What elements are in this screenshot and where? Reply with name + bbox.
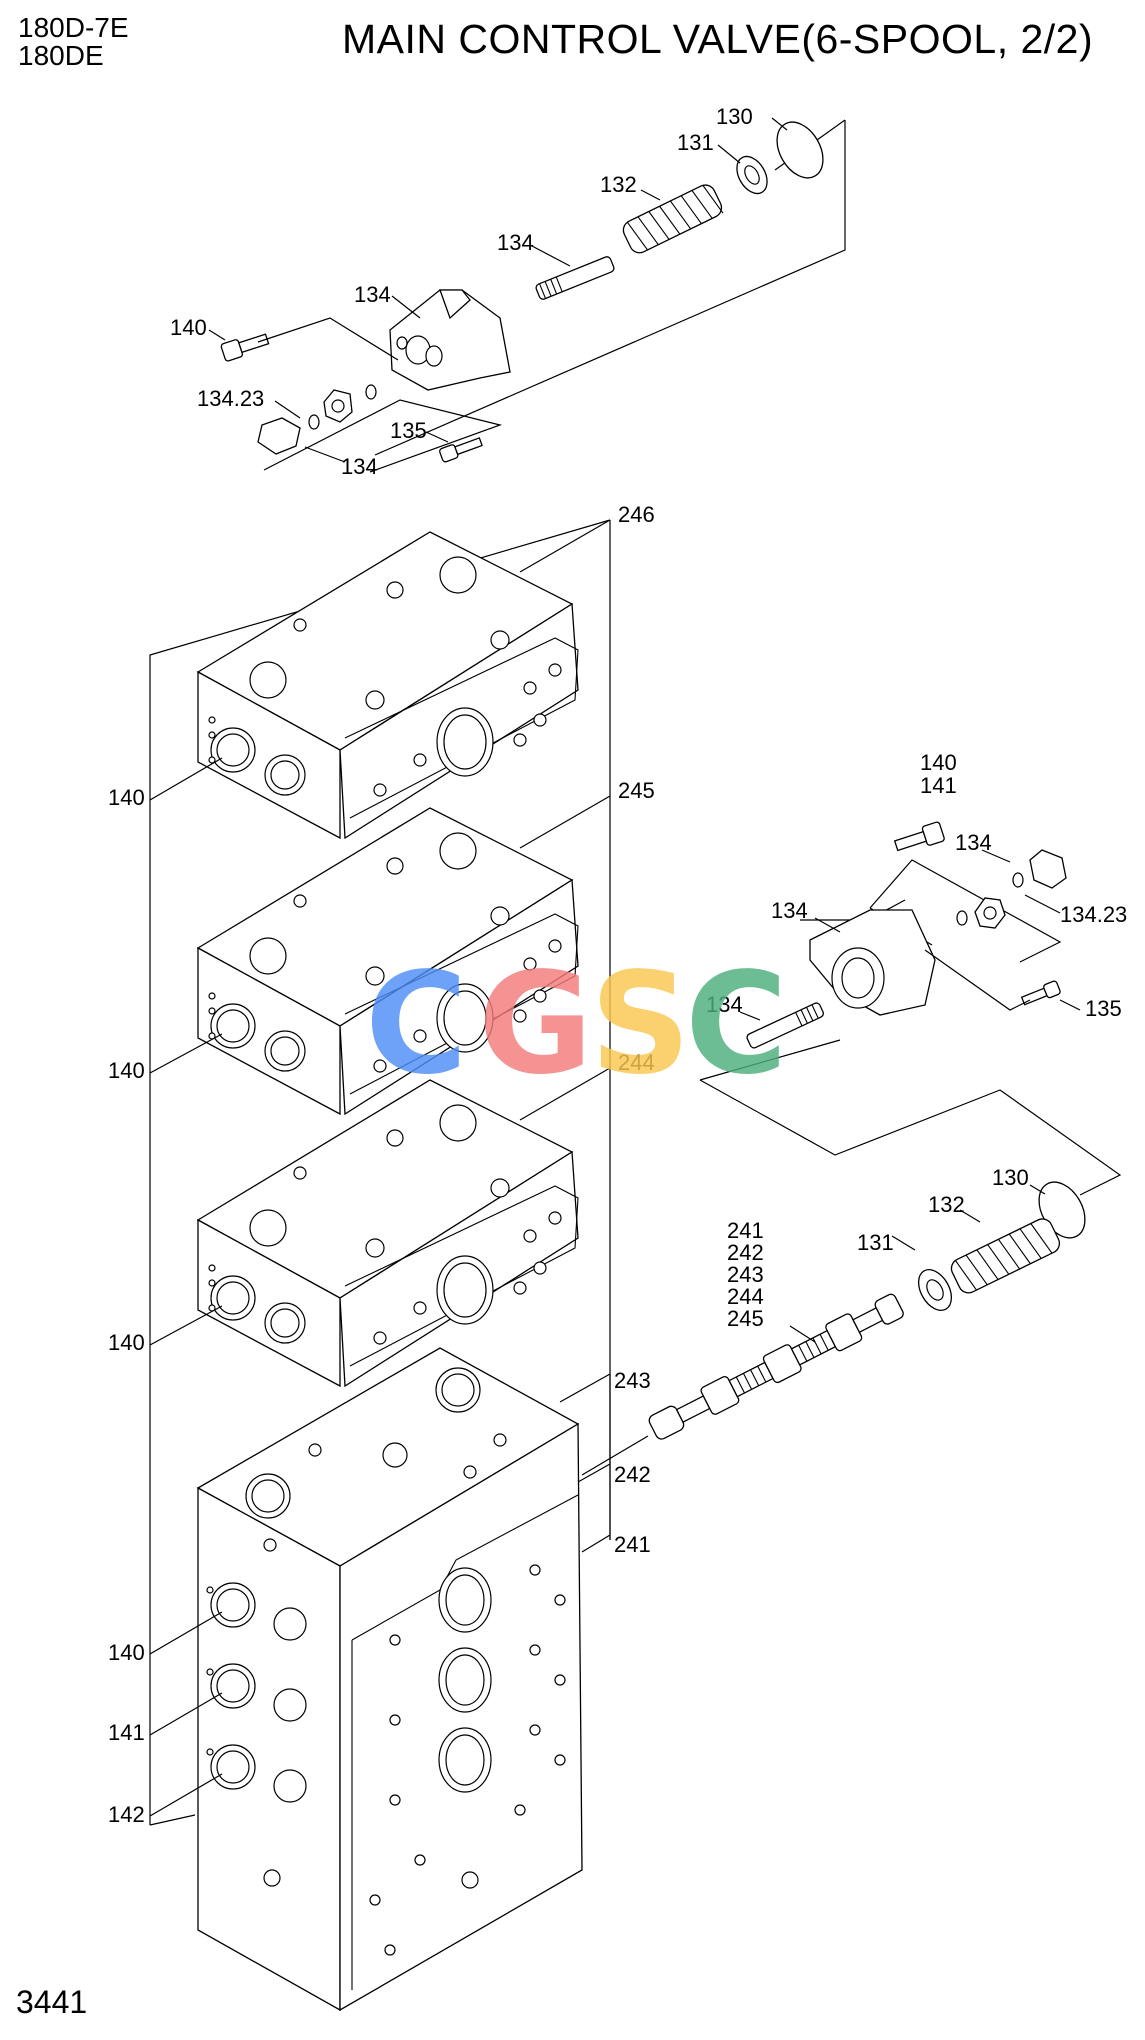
callout-label: 132	[600, 172, 637, 197]
callout-label: 140	[108, 1058, 145, 1083]
model-code-secondary: 180DE	[18, 40, 104, 71]
callout-label: 130	[992, 1165, 1029, 1190]
callout-label: 132	[928, 1192, 965, 1217]
relief-housing-part	[389, 289, 511, 391]
callout-label: 134	[706, 992, 743, 1017]
watermark-letter: G	[478, 943, 593, 1106]
cgsc-watermark: C G S C	[365, 943, 788, 1106]
plunger-part	[746, 1002, 824, 1049]
callout-label: 134	[771, 898, 808, 923]
spool-part	[648, 1293, 904, 1440]
callout-label: 134.23	[1060, 902, 1127, 927]
callout-label: 134	[341, 454, 378, 479]
plug-screw-part	[220, 333, 270, 362]
callout-label: 243	[727, 1262, 764, 1287]
valve-section-244	[196, 1079, 579, 1388]
callout-label: 245	[727, 1306, 764, 1331]
right-relief-assembly: 140 141 134 134 134.23 134 135	[699, 750, 1127, 1196]
spring-part	[622, 184, 724, 254]
callout-label: 135	[1085, 996, 1122, 1021]
callout-label: 140	[108, 1640, 145, 1665]
callout-label: 130	[716, 104, 753, 129]
watermark-letter: C	[365, 943, 468, 1106]
valve-section-241	[196, 1347, 583, 2012]
callout-label: 241	[727, 1218, 764, 1243]
plug-screw-part	[893, 821, 945, 852]
callout-label: 242	[614, 1462, 651, 1487]
watermark-letter: C	[685, 943, 788, 1106]
callout-label: 141	[108, 1720, 145, 1745]
bolt-part	[439, 437, 483, 463]
upper-relief-assembly: 130 131 132 134 134 140 134.23 135 134	[170, 104, 846, 479]
callout-label: 140	[170, 315, 207, 340]
spool-assembly: 130 132 131 241 242 243 244 245	[581, 1165, 1086, 1476]
callout-label: 244	[727, 1284, 764, 1309]
callout-label: 245	[618, 778, 655, 803]
plunger-part	[535, 256, 615, 300]
watermark-letter: S	[590, 943, 691, 1106]
page-number: 3441	[16, 1984, 88, 2020]
callout-label: 131	[857, 1230, 894, 1255]
callout-label: 243	[614, 1368, 651, 1393]
plug-nut-part	[257, 384, 377, 455]
callout-label: 134	[497, 230, 534, 255]
spring-part	[950, 1218, 1061, 1294]
o-ring-part	[776, 121, 824, 179]
section-callouts: 246 245 244 243 242 241	[519, 502, 655, 1557]
callout-label: 134	[354, 282, 391, 307]
valve-section-246	[196, 531, 579, 840]
callout-label: 141	[920, 773, 957, 798]
callout-label: 134.23	[197, 386, 264, 411]
plug-nut-part	[956, 849, 1067, 929]
callout-label: 244	[618, 1050, 655, 1075]
callout-label: 140	[108, 1330, 145, 1355]
page-title: MAIN CONTROL VALVE(6-SPOOL, 2/2)	[342, 16, 1094, 62]
port-callouts: 140 140 140 140 141 142	[108, 757, 223, 1827]
relief-housing-part	[809, 909, 936, 1016]
callout-label: 134	[955, 830, 992, 855]
callout-label: 242	[727, 1240, 764, 1265]
valve-section-245	[196, 807, 579, 1116]
callout-label: 131	[677, 130, 714, 155]
callout-label: 241	[614, 1532, 651, 1557]
callout-label: 135	[390, 418, 427, 443]
callout-label: 142	[108, 1802, 145, 1827]
bolt-part	[1020, 980, 1061, 1006]
model-code-primary: 180D-7E	[18, 12, 129, 43]
callout-label: 140	[108, 785, 145, 810]
callout-label: 246	[618, 502, 655, 527]
callout-label: 140	[920, 750, 957, 775]
